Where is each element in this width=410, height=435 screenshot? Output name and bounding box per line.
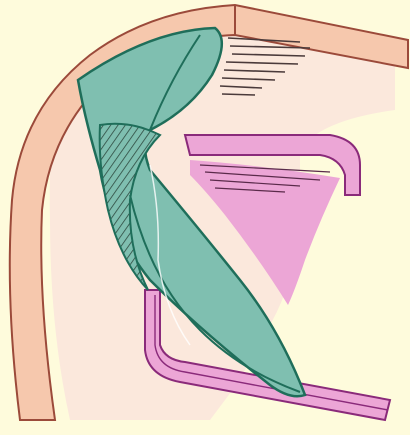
diagram-canvas [0,0,410,435]
anatomical-illustration [0,0,410,435]
